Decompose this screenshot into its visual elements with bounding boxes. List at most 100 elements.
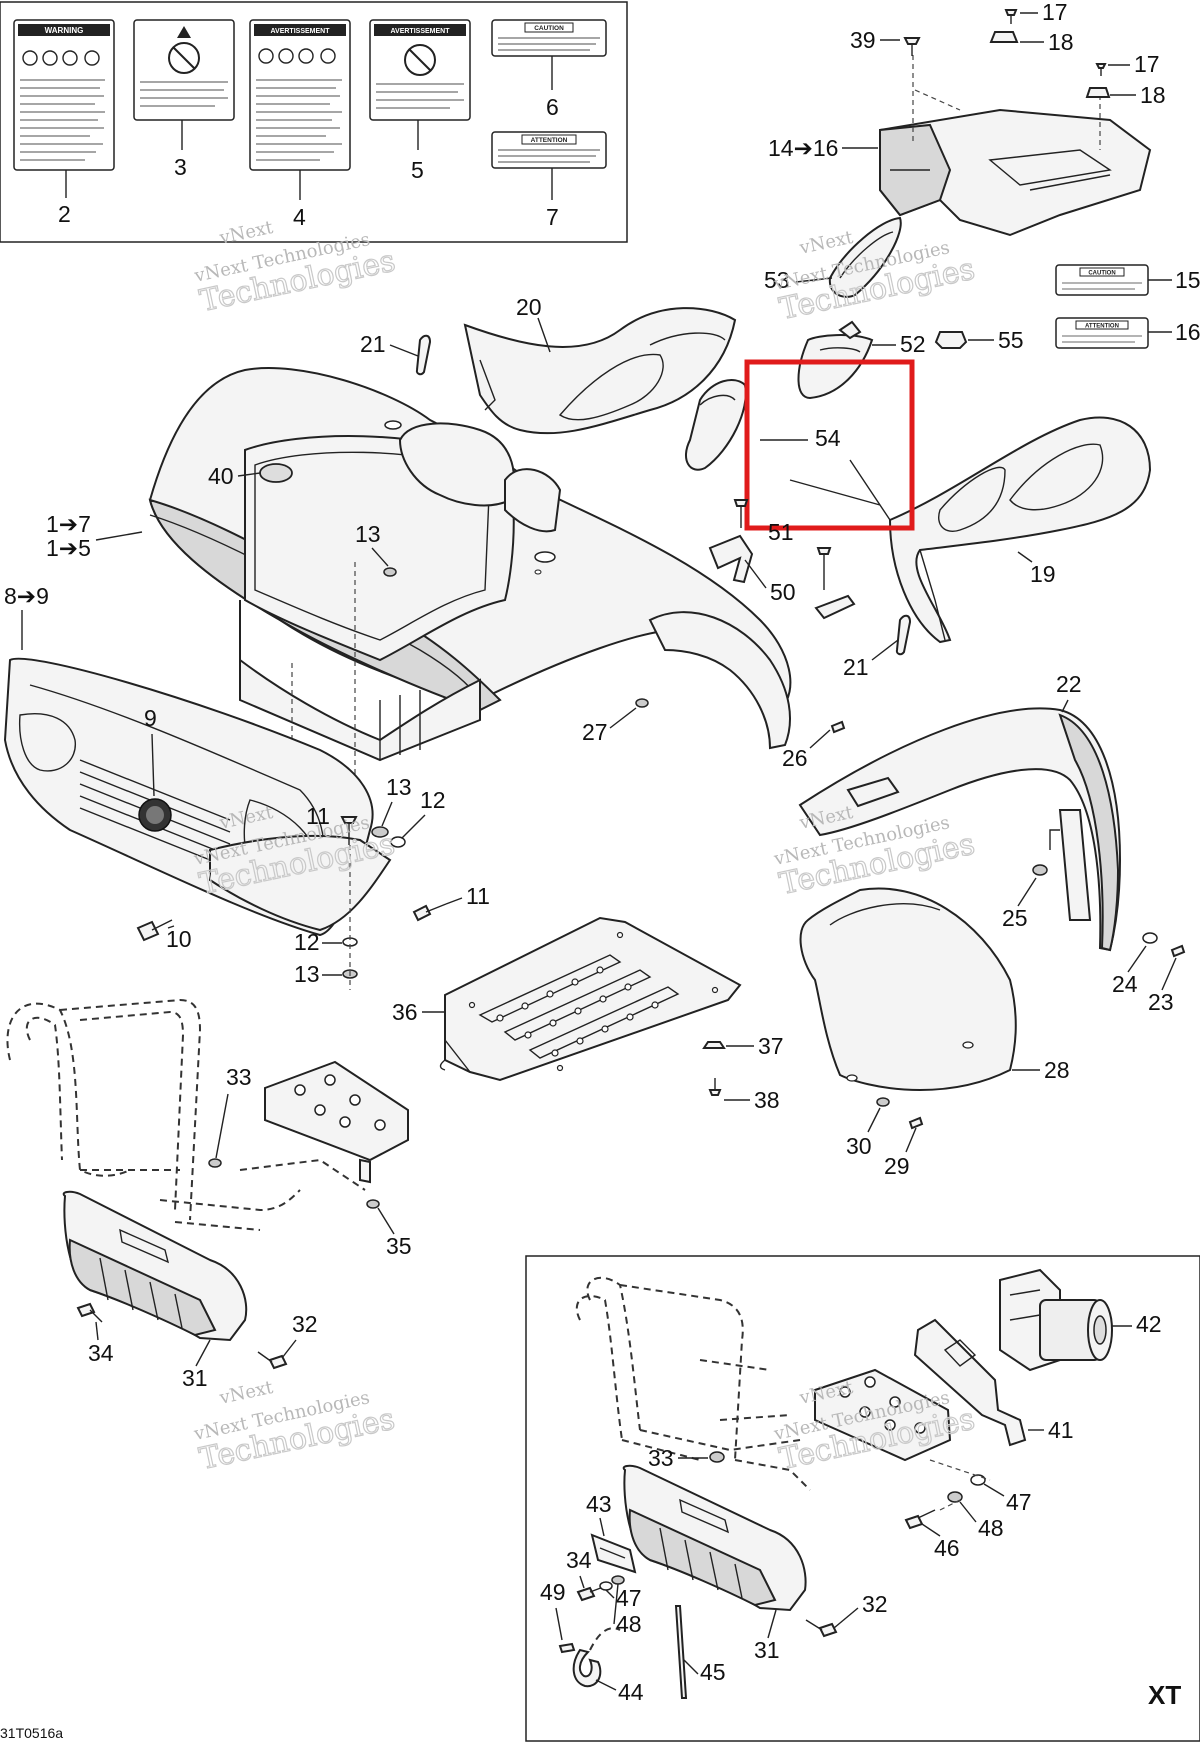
callout-13a: 13: [355, 521, 381, 547]
side-panel-right: [849, 416, 1152, 644]
decal-15: CAUTION: [1055, 264, 1149, 296]
decal-7: ATTENTION: [491, 131, 607, 200]
callout-30: 30: [846, 1133, 872, 1159]
callout-48b: 48: [616, 1611, 642, 1637]
callout-46: 46: [934, 1535, 960, 1561]
mud-flap-28: [799, 887, 1017, 1092]
callout-29: 29: [884, 1153, 910, 1179]
decal-4: AVERTISSEMENT: [249, 19, 351, 200]
decal-2: WARNING: [13, 19, 115, 198]
callout-47a: 47: [1006, 1489, 1032, 1515]
xt-label: XT: [1148, 1680, 1181, 1710]
callout-17a: 17: [1042, 0, 1068, 25]
bracket-52: [797, 320, 874, 400]
reflector-54: [685, 379, 881, 506]
callout-32b: 32: [862, 1591, 888, 1617]
callout-47b: 47: [616, 1585, 642, 1611]
callout-14-16: 14➔16: [768, 135, 838, 161]
callout-36: 36: [392, 999, 418, 1025]
decal-5: AVERTISSEMENT: [369, 19, 471, 150]
callout-32a: 32: [292, 1311, 318, 1337]
front-bumper: [3, 657, 392, 937]
rear-fender-22: [798, 707, 1122, 952]
xt-inset: [525, 1255, 1200, 1742]
callout-45: 45: [700, 1659, 726, 1685]
callout-37: 37: [758, 1033, 784, 1059]
callout-1-7: 1➔7: [46, 511, 91, 537]
decal-4-title: AVERTISSEMENT: [271, 28, 331, 35]
callout-44: 44: [618, 1679, 644, 1705]
decal-5-title: AVERTISSEMENT: [391, 28, 451, 35]
decal-2-title: WARNING: [45, 26, 84, 35]
callout-26: 26: [782, 745, 808, 771]
decal-3: [133, 19, 235, 150]
decal-6: CAUTION: [491, 19, 607, 90]
callout-33b: 33: [648, 1445, 674, 1471]
callout-52: 52: [900, 331, 926, 357]
callout-18b: 18: [1140, 82, 1166, 108]
hardware-50-51: [415, 334, 912, 656]
highlight-box: [744, 359, 915, 531]
rear-rack-assembly: [879, 55, 1152, 237]
footrest-36: [439, 916, 742, 1082]
callout-25: 25: [1002, 905, 1028, 931]
watermark-2: vNext vNext Technologies Technologies: [771, 227, 978, 328]
callout-49: 49: [540, 1579, 566, 1605]
trim-53: [828, 216, 902, 298]
callout-7: 7: [546, 204, 559, 230]
watermark-5: vNext vNext Technologies Technologies: [191, 1377, 398, 1478]
callout-34b: 34: [566, 1547, 592, 1573]
callout-31a: 31: [182, 1365, 208, 1391]
callout-8-9: 8➔9: [4, 583, 49, 609]
callout-1-5: 1➔5: [46, 535, 91, 561]
callout-13b: 13: [386, 774, 412, 800]
callout-28: 28: [1044, 1057, 1070, 1083]
decal-16-title: ATTENTION: [1085, 324, 1119, 330]
callout-17b: 17: [1134, 51, 1160, 77]
callout-12a: 12: [420, 787, 446, 813]
callout-31b: 31: [754, 1637, 780, 1663]
callout-15: 15: [1175, 267, 1200, 293]
callout-2: 2: [58, 201, 71, 227]
callout-53: 53: [764, 267, 790, 293]
decal-7-title: ATTENTION: [531, 137, 568, 144]
callout-55: 55: [998, 327, 1024, 353]
side-panel-left: [463, 307, 737, 435]
callout-4: 4: [293, 204, 306, 230]
callout-6: 6: [546, 94, 559, 120]
callout-35: 35: [386, 1233, 412, 1259]
callout-22: 22: [1056, 671, 1082, 697]
callout-10: 10: [166, 926, 192, 952]
callout-50: 50: [770, 579, 796, 605]
winch-42: [999, 1268, 1113, 1372]
front-fender-body: [148, 367, 792, 775]
callout-38: 38: [754, 1087, 780, 1113]
callout-3: 3: [174, 154, 187, 180]
callout-13c: 13: [294, 961, 320, 987]
callout-21a: 21: [360, 331, 386, 357]
callout-43: 43: [586, 1491, 612, 1517]
decal-6-title: CAUTION: [534, 25, 564, 32]
callout-27: 27: [582, 719, 608, 745]
decal-box: WARNING AVERTISSEMENT AVERTISSE: [0, 1, 628, 243]
callout-54: 54: [815, 425, 841, 451]
callout-24: 24: [1112, 971, 1138, 997]
callout-5: 5: [411, 157, 424, 183]
callout-40: 40: [208, 463, 234, 489]
callout-34a: 34: [88, 1340, 114, 1366]
callout-20: 20: [516, 294, 542, 320]
hardware-top: [903, 9, 1111, 98]
decal-16: ATTENTION: [1055, 317, 1149, 349]
diagram-code: 31T0516a: [0, 1725, 63, 1741]
clip-55: [934, 331, 968, 349]
callout-9: 9: [144, 705, 157, 731]
decal-15-title: CAUTION: [1088, 271, 1115, 277]
watermark-5-line1: vNext: [217, 1377, 276, 1409]
callout-21b: 21: [843, 654, 869, 680]
callout-41: 41: [1048, 1417, 1074, 1443]
hardware-bumper: [136, 816, 447, 990]
callout-42: 42: [1136, 1311, 1162, 1337]
callout-16: 16: [1175, 319, 1200, 345]
callout-48a: 48: [978, 1515, 1004, 1541]
